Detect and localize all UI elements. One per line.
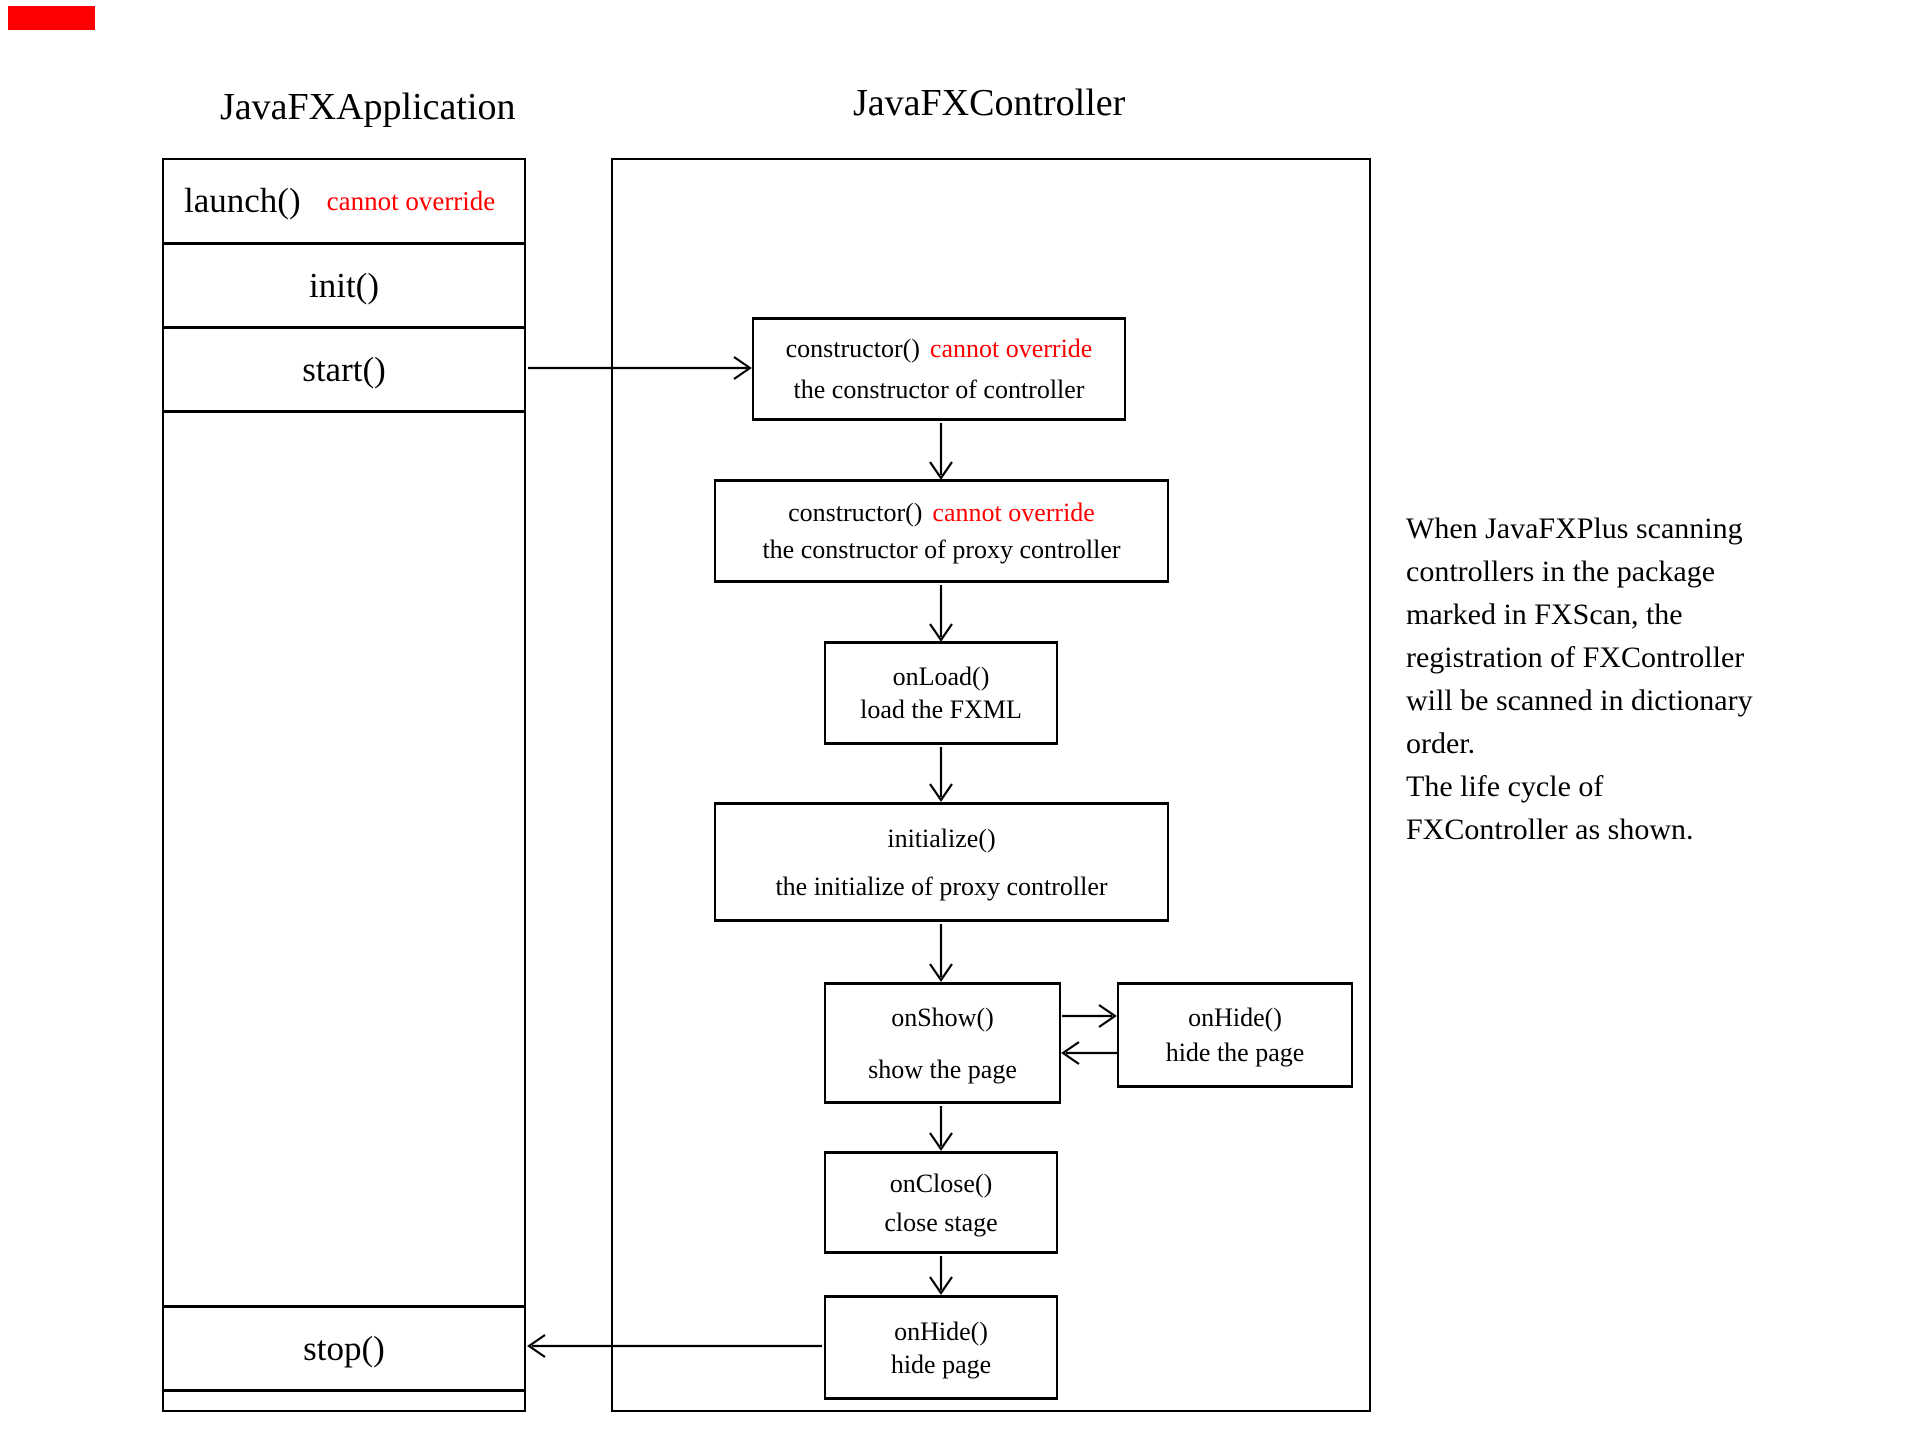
onclose-label: onClose() <box>889 1168 993 1198</box>
constructor-label: constructor() <box>788 498 923 527</box>
initialize-node: initialize() the initialize of proxy con… <box>714 802 1169 922</box>
cannot-override-note: cannot override <box>929 334 1093 363</box>
cannot-override-note: cannot override <box>932 498 1095 527</box>
annotation-line: order. <box>1406 727 1476 760</box>
controller-column-title: JavaFXController <box>853 82 1126 124</box>
javafx-controller-box <box>611 158 1371 1412</box>
onload-desc: load the FXML <box>860 695 1022 724</box>
start-row: start() <box>164 329 524 410</box>
constructor-proxy-node: constructor() cannot override the constru… <box>714 479 1169 583</box>
red-page-marker <box>8 6 95 30</box>
annotation-line: When JavaFXPlus scanning <box>1406 512 1743 545</box>
onhide-bottom-node: onHide() hide page <box>824 1295 1058 1400</box>
constructor-label: constructor() <box>785 334 920 363</box>
constructor-proxy-desc: the constructor of proxy controller <box>762 535 1121 564</box>
init-row: init() <box>164 245 524 326</box>
stop-label: stop() <box>303 1328 385 1368</box>
launch-cannot-override-note: cannot override <box>326 185 496 216</box>
annotation-line: marked in FXScan, the <box>1406 598 1683 631</box>
onhide-side-node: onHide() hide the page <box>1117 982 1353 1088</box>
row-divider <box>164 242 524 245</box>
onclose-desc: close stage <box>884 1207 998 1237</box>
onhide-label: onHide() <box>1188 1003 1282 1032</box>
row-divider <box>164 326 524 329</box>
onshow-node: onShow() show the page <box>824 982 1061 1104</box>
annotation-paragraph: When JavaFXPlus scanning controllers in … <box>1406 507 1753 851</box>
onload-node: onLoad() load the FXML <box>824 641 1058 745</box>
application-column-title: JavaFXApplication <box>220 86 516 128</box>
onhide-side-desc: hide the page <box>1165 1038 1305 1067</box>
row-divider <box>164 410 524 413</box>
start-label: start() <box>302 349 386 389</box>
onload-label: onLoad() <box>892 662 990 691</box>
onclose-node: onClose() close stage <box>824 1151 1058 1254</box>
annotation-line: registration of FXController <box>1406 641 1745 674</box>
annotation-line: FXController as shown. <box>1406 813 1694 846</box>
constructor-controller-node: constructor() cannot override the constru… <box>752 317 1126 421</box>
initialize-desc: the initialize of proxy controller <box>775 871 1108 901</box>
initialize-label: initialize() <box>887 823 996 853</box>
annotation-line: will be scanned in dictionary <box>1406 684 1753 717</box>
onshow-desc: show the page <box>868 1054 1017 1084</box>
row-divider <box>164 1389 524 1392</box>
constructor-controller-desc: the constructor of controller <box>793 375 1085 404</box>
onhide-label: onHide() <box>894 1316 988 1346</box>
onhide-bottom-desc: hide page <box>890 1349 992 1379</box>
launch-row: launch() cannot override <box>164 160 524 242</box>
launch-label: launch() <box>184 181 301 220</box>
init-label: init() <box>309 265 379 305</box>
annotation-line: The life cycle of <box>1406 770 1604 803</box>
annotation-line: controllers in the package <box>1406 555 1716 588</box>
stop-row: stop() <box>164 1308 524 1389</box>
row-divider <box>164 1305 524 1308</box>
onshow-label: onShow() <box>891 1002 994 1032</box>
javafx-application-box: launch() cannot override init() start() … <box>162 158 526 1412</box>
